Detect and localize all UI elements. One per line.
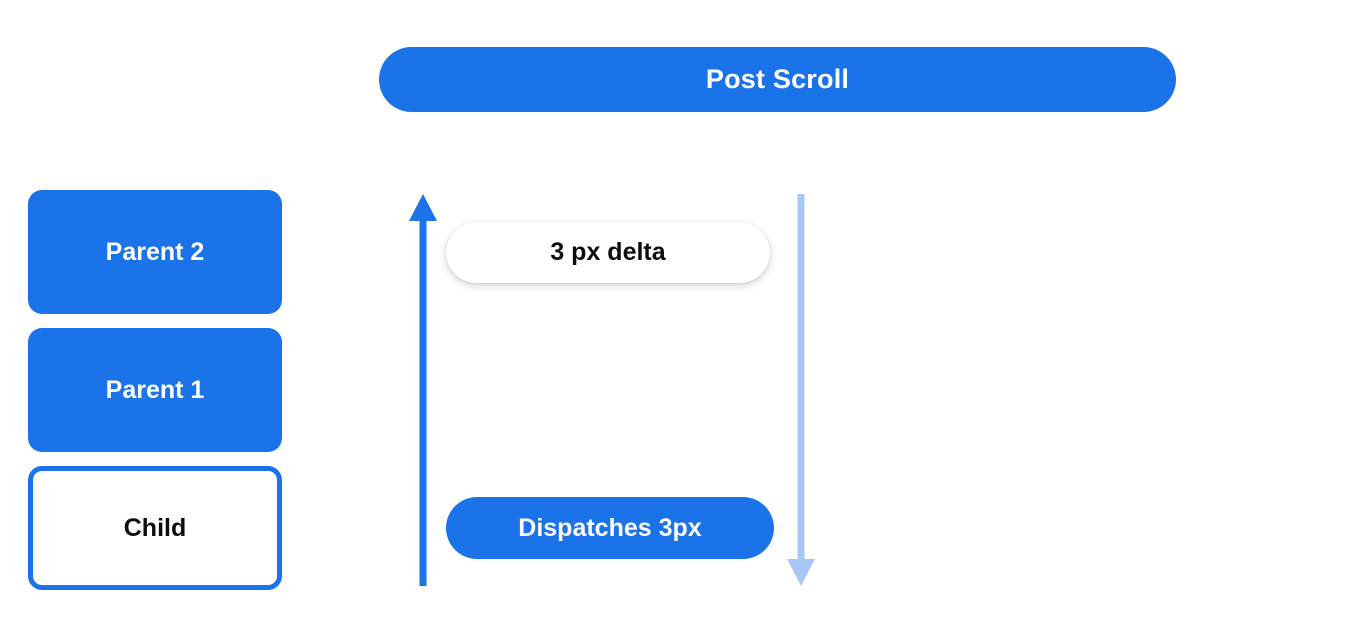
post-scroll-header: Post Scroll (379, 47, 1176, 112)
up-arrow-icon (406, 194, 440, 591)
stack-box-parent-2-label: Parent 2 (105, 237, 205, 266)
stack-box-parent-1-label: Parent 1 (105, 375, 205, 404)
stack-box-child-label: Child (123, 513, 187, 542)
delta-pill: 3 px delta (446, 222, 770, 283)
stack-box-child: Child (28, 466, 282, 590)
element-stack: Parent 2 Parent 1 Child (28, 190, 282, 590)
stack-box-parent-1: Parent 1 (28, 328, 282, 452)
stack-box-parent-2: Parent 2 (28, 190, 282, 314)
delta-pill-label: 3 px delta (550, 238, 666, 266)
down-arrow-icon (784, 194, 818, 591)
dispatch-pill: Dispatches 3px (446, 497, 774, 559)
post-scroll-header-label: Post Scroll (705, 64, 850, 94)
dispatch-pill-label: Dispatches 3px (518, 513, 702, 542)
